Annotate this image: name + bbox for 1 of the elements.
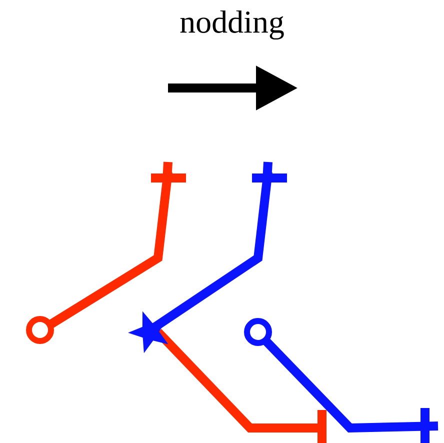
heading: nodding [180, 10, 284, 40]
